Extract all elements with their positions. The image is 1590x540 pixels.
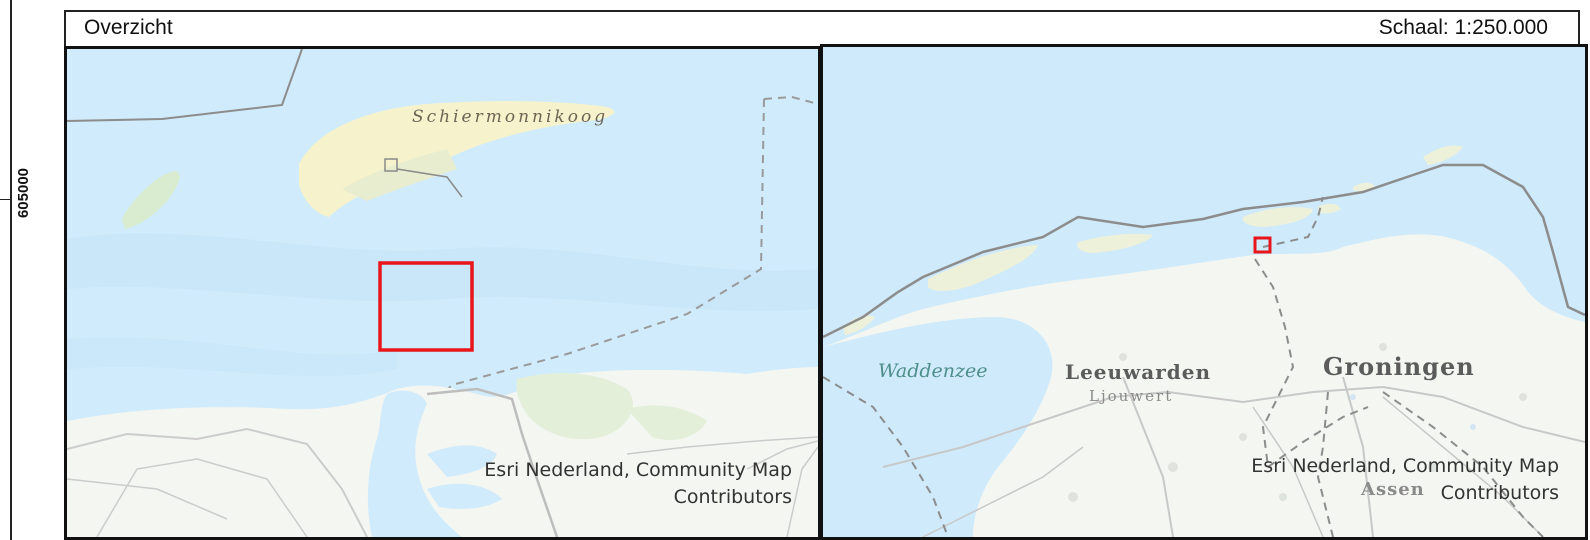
overview-map[interactable]: Waddenzee Leeuwarden Ljouwert Groningen … — [820, 44, 1588, 540]
coordinate-tick — [0, 199, 12, 200]
detail-map[interactable]: Schiermonnikoog Esri Nederland, Communit… — [64, 46, 821, 540]
attribution-line-1: Esri Nederland, Community Map — [484, 459, 792, 481]
label-ljouwert: Ljouwert — [1089, 387, 1173, 405]
label-leeuwarden: Leeuwarden — [1065, 360, 1211, 384]
header-title: Overzicht — [84, 16, 173, 39]
overview-attribution: Esri Nederland, Community Map Contributo… — [1251, 453, 1559, 507]
overview-attribution-line-2: Contributors — [1440, 482, 1559, 504]
scale-label: Schaal: 1:250.000 — [1378, 16, 1548, 39]
coordinate-label: 605000 — [15, 167, 32, 219]
area-of-interest-overview[interactable] — [1253, 236, 1272, 254]
label-groningen: Groningen — [1323, 352, 1475, 381]
label-waddenzee: Waddenzee — [878, 360, 988, 382]
legend-header: Overzicht Schaal: 1:250.000 — [64, 10, 1580, 47]
place-label-schiermonnikoog: Schiermonnikoog — [412, 107, 608, 127]
overview-attribution-line-1: Esri Nederland, Community Map — [1251, 455, 1559, 477]
detail-map-canvas: Schiermonnikoog — [67, 49, 818, 537]
frame-left-rule — [10, 0, 12, 540]
attribution-line-2: Contributors — [673, 486, 792, 508]
overview-map-canvas: Waddenzee Leeuwarden Ljouwert Groningen … — [823, 47, 1585, 537]
area-of-interest[interactable] — [378, 261, 474, 352]
label-assen: Assen — [1360, 479, 1425, 500]
map-attribution: Esri Nederland, Community Map Contributo… — [484, 457, 792, 511]
